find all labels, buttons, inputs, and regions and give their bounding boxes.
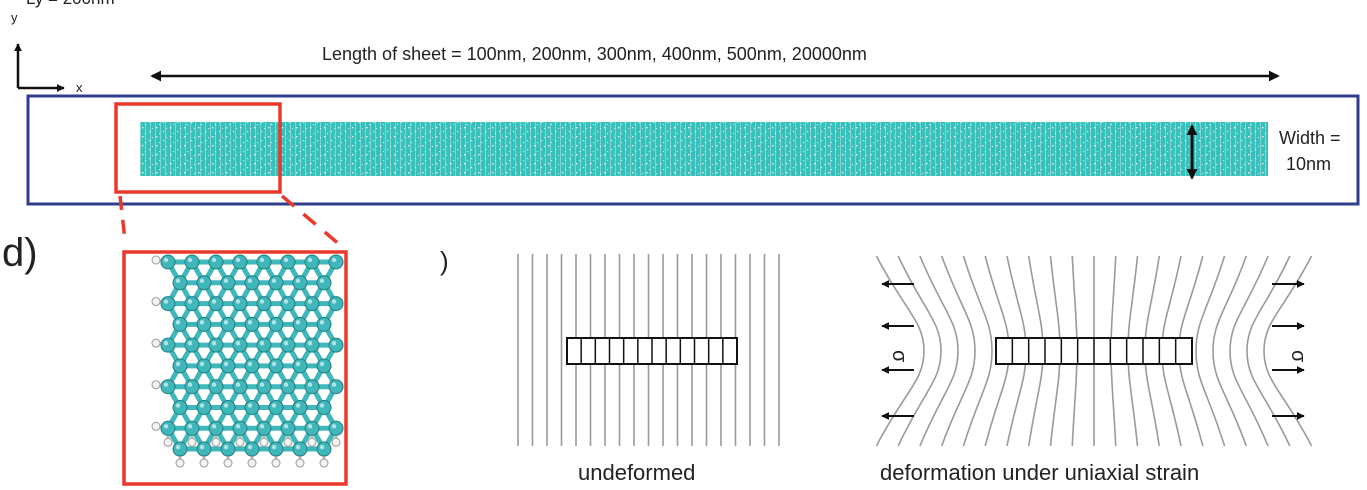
axis-y-label: y <box>11 10 18 25</box>
axis-indicator-icon <box>14 43 65 92</box>
zoom-connector-right <box>280 194 348 252</box>
top-label: Ly = 200nm <box>26 0 115 8</box>
undeformed-caption: undeformed <box>578 460 695 485</box>
panel-e-label-fragment: ) <box>440 246 449 276</box>
zoom-connector-left <box>118 195 127 241</box>
sigma-left-label: σ <box>888 350 910 363</box>
sigma-right-label: σ <box>1287 350 1309 363</box>
undeformed-ribbon-cells <box>580 338 724 364</box>
sheet-length-label: Length of sheet = 100nm, 200nm, 300nm, 4… <box>322 44 867 64</box>
simulation-box <box>26 94 1360 206</box>
strain-arrows-right <box>1272 280 1305 420</box>
deformed-caption: deformation under uniaxial strain <box>880 460 1199 485</box>
graphene-lattice <box>151 254 344 468</box>
sheet-width-label-line1: Width = <box>1279 128 1341 148</box>
panel-d-label: d) <box>2 231 38 275</box>
nanoribbon-sheet <box>140 122 1268 176</box>
zoom-source-box <box>114 102 282 194</box>
deformed-ribbon-cells <box>1011 338 1177 364</box>
sheet-width-label-line2: 10nm <box>1286 154 1331 174</box>
axis-x-label: x <box>76 80 83 95</box>
strain-arrows-left <box>881 280 914 420</box>
